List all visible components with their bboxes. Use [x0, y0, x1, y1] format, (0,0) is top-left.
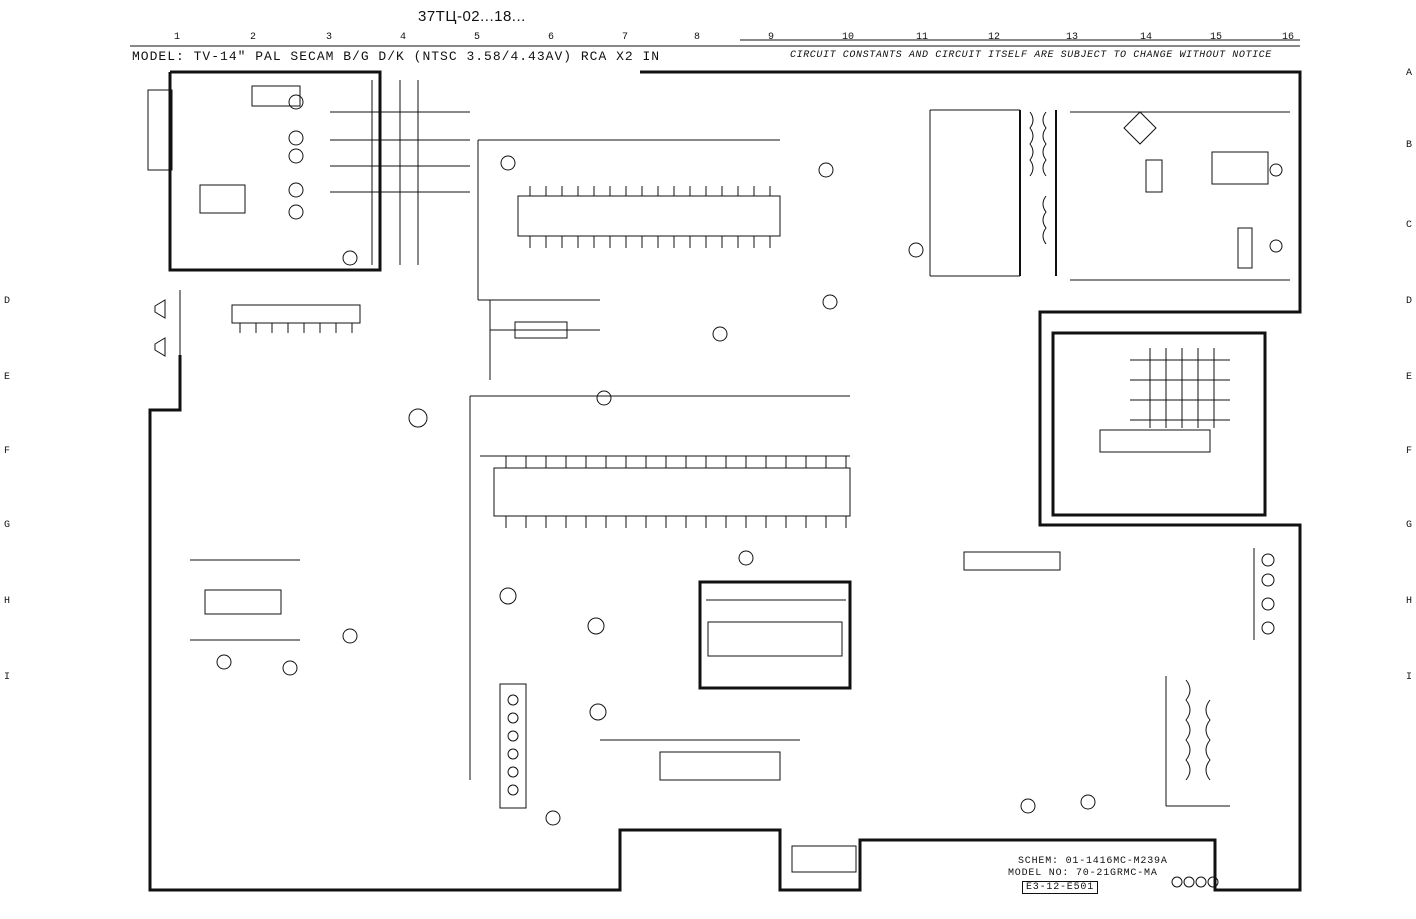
change-notice: CIRCUIT CONSTANTS AND CIRCUIT ITSELF ARE… — [790, 50, 1272, 61]
keyboard-ic — [1099, 429, 1211, 453]
schematic-number: SCHEM: 01-1416MC-M239A — [1018, 856, 1168, 867]
keyboard-matrix-grid — [1130, 348, 1230, 428]
grid-row-a: A — [1405, 68, 1412, 79]
fbt-winding-3 — [1042, 195, 1047, 245]
grid-row-left-f: F — [4, 446, 11, 457]
transistor-switch — [589, 703, 607, 721]
fbt-winding-1 — [1029, 111, 1034, 177]
video-transistor-4 — [288, 182, 304, 198]
mcu-pins-bottom — [505, 516, 847, 528]
grid-row-left-d: D — [4, 296, 11, 307]
transistor-audio-1 — [216, 654, 232, 670]
crt-socket — [147, 89, 173, 171]
grid-col-2: 2 — [250, 32, 257, 43]
grid-row-left-h: H — [4, 596, 11, 607]
bridge-rectifier — [1123, 111, 1157, 145]
audio-ic — [204, 589, 282, 615]
rgb-decoder-block — [698, 580, 852, 690]
grid-col-8: 8 — [694, 32, 701, 43]
schematic-title: 37ТЦ-02...18... — [418, 8, 526, 25]
grid-col-15: 15 — [1210, 32, 1223, 43]
switching-transformer — [1145, 159, 1163, 193]
grid-col-6: 6 — [548, 32, 555, 43]
speaker-1 — [154, 299, 166, 319]
grid-col-4: 4 — [400, 32, 407, 43]
transistor-audio-2 — [282, 660, 298, 676]
fuse — [1237, 227, 1253, 269]
grid-col-5: 5 — [474, 32, 481, 43]
grid-row-e: E — [1405, 372, 1412, 383]
fbt-winding-2 — [1042, 111, 1047, 177]
jungle-ic-pins-top — [529, 186, 771, 196]
yoke-coil-v — [1205, 699, 1211, 781]
sound-ic-pins — [239, 323, 353, 333]
video-transistor-g — [288, 130, 304, 146]
mains-terminal-1 — [1269, 163, 1283, 177]
transistor-mute — [587, 617, 605, 635]
grid-row-c: C — [1405, 220, 1412, 231]
grid-row-b: B — [1405, 140, 1412, 151]
grid-col-1: 1 — [174, 32, 181, 43]
grid-row-f: F — [1405, 446, 1412, 457]
grid-col-10: 10 — [842, 32, 855, 43]
yoke-coil-h — [1185, 679, 1191, 781]
ground-bus-outline — [168, 70, 382, 272]
neck-board-connector — [199, 184, 246, 214]
sound-ic — [231, 304, 361, 324]
grid-row-g: G — [1405, 520, 1412, 531]
transistor-h-out — [1080, 794, 1096, 810]
grid-col-7: 7 — [622, 32, 629, 43]
grid-row-left-g: G — [4, 520, 11, 531]
transistor-audio-3 — [342, 628, 358, 644]
grid-col-14: 14 — [1140, 32, 1153, 43]
main-ground-bus — [148, 70, 1302, 892]
drawing-code: E3-12-E501 — [1022, 881, 1099, 894]
grid-row-i: I — [1405, 672, 1412, 683]
model-line: MODEL: TV-14" PAL SECAM B/G D/K (NTSC 3.… — [132, 49, 661, 64]
grid-row-h: H — [1405, 596, 1412, 607]
mcu-pins-top — [505, 456, 847, 468]
grid-col-11: 11 — [916, 32, 929, 43]
bottom-connector — [791, 845, 857, 873]
keyboard-matrix-block — [1051, 331, 1267, 517]
jungle-ic-pins-bottom — [529, 236, 771, 248]
video-transistor-6 — [342, 250, 358, 266]
video-transistor-b — [288, 148, 304, 164]
h-driver-transformer — [1020, 798, 1036, 814]
grid-row-left-e: E — [4, 372, 11, 383]
crystal-oscillator — [408, 408, 428, 428]
mains-filter — [1211, 151, 1269, 185]
video-transistor-r — [288, 94, 304, 110]
grid-col-12: 12 — [988, 32, 1001, 43]
video-transistor-5 — [288, 204, 304, 220]
jungle-ic-top — [517, 195, 781, 237]
microcontroller-ic — [493, 467, 851, 517]
model-number: MODEL NO: 70-21GRMC-MA — [1008, 868, 1158, 879]
mains-terminal-2 — [1269, 239, 1283, 253]
av-connector — [499, 683, 527, 809]
vertical-deflection-ic — [659, 751, 781, 781]
transistor-av — [499, 587, 517, 605]
grid-col-16: 16 — [1282, 32, 1295, 43]
h-driver-ic — [963, 551, 1061, 571]
grid-col-3: 3 — [326, 32, 333, 43]
grid-col-13: 13 — [1066, 32, 1079, 43]
speaker-2 — [154, 337, 166, 357]
grid-col-9: 9 — [768, 32, 775, 43]
grid-row-left-i: I — [4, 672, 11, 683]
rgb-ic — [707, 621, 843, 657]
grid-row-d: D — [1405, 296, 1412, 307]
